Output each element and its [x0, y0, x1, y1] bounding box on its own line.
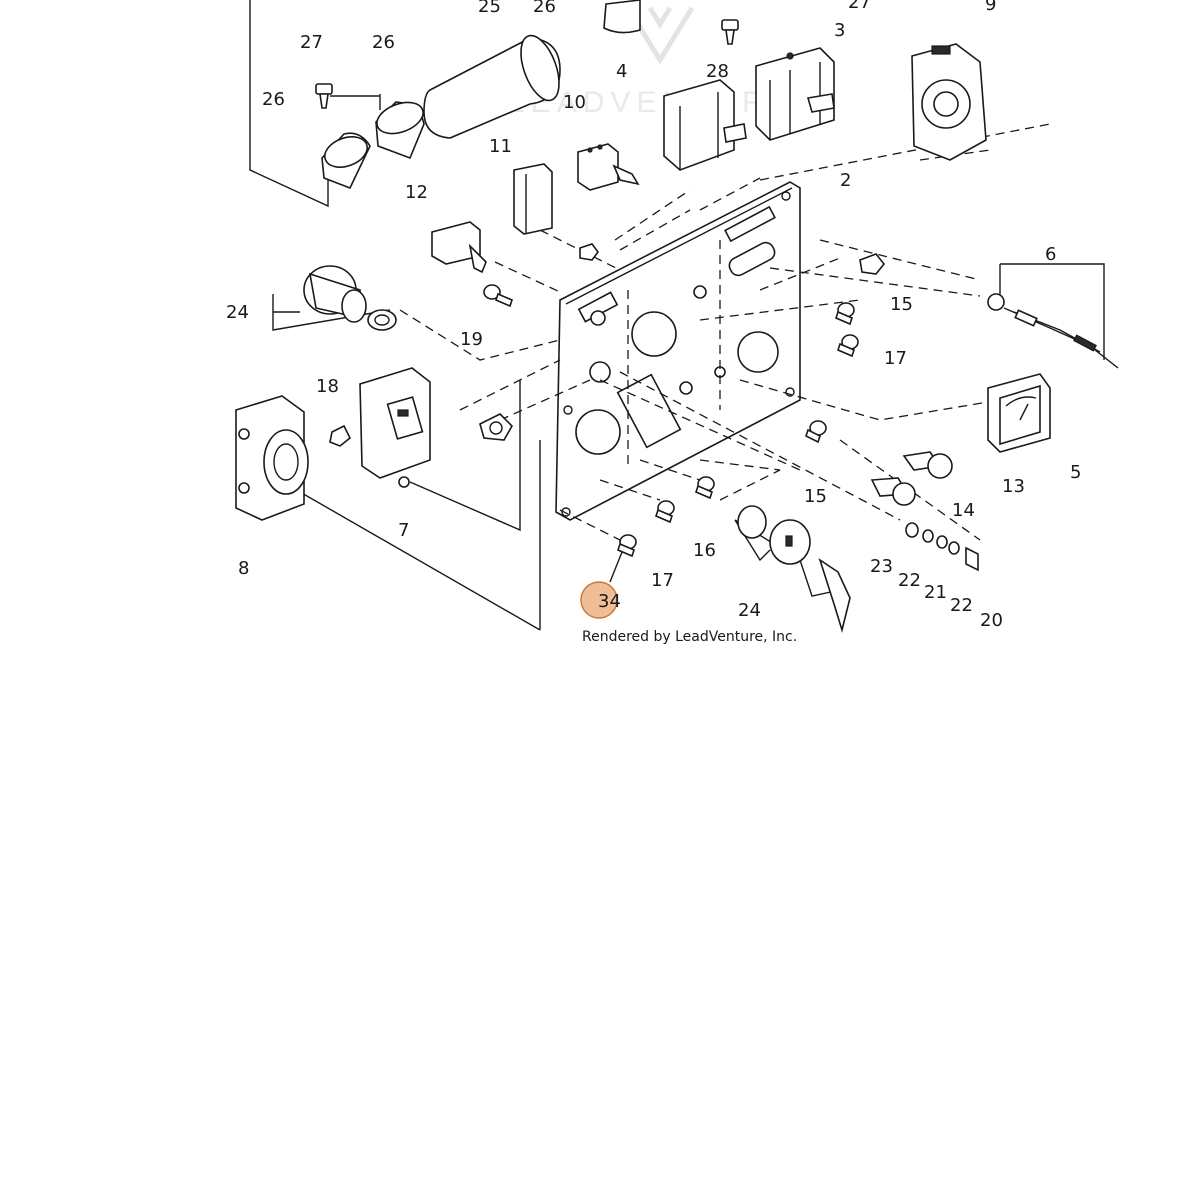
part-washers-20-23[interactable] — [905, 522, 979, 572]
highlight-callout-34[interactable]: 34 — [580, 551, 623, 619]
part-8-twist-lock-outlet[interactable] — [235, 395, 309, 521]
credit-text: Rendered by LeadVenture, Inc. — [582, 629, 797, 645]
part-4-circuit-breaker[interactable] — [663, 79, 747, 171]
callout-26: 26 — [372, 32, 395, 53]
callout-8: 8 — [238, 558, 249, 579]
callout-24-key: 24 — [738, 600, 761, 621]
callout-28: 28 — [706, 61, 729, 82]
part-17-screw-lower[interactable] — [655, 500, 675, 524]
callout-9: 9 — [985, 0, 996, 15]
part-27-screw[interactable] — [315, 83, 333, 109]
callout-5: 5 — [1070, 462, 1081, 483]
callout-23: 23 — [870, 556, 893, 577]
part-14-fuse-holder[interactable] — [870, 477, 916, 506]
part-6-wire-lead[interactable] — [987, 293, 1119, 369]
callout-25: 25 — [478, 0, 501, 17]
part-nut-right[interactable] — [859, 253, 886, 275]
part-19-screw[interactable] — [483, 284, 513, 308]
callout-2: 2 — [840, 170, 851, 191]
callout-4: 4 — [616, 61, 627, 82]
part-3-circuit-breaker[interactable] — [755, 47, 835, 141]
part-9-receptacle[interactable] — [911, 43, 987, 161]
part-24-solenoid[interactable] — [303, 265, 397, 331]
callout-17-lower: 17 — [651, 570, 674, 591]
callout-16: 16 — [693, 540, 716, 561]
callout-11: 11 — [489, 136, 512, 157]
callout-21: 21 — [924, 582, 947, 603]
part-nut-top[interactable] — [579, 243, 599, 261]
part-25-cover-tube[interactable] — [423, 31, 567, 139]
part-26-collar-right[interactable] — [373, 97, 428, 160]
part-13-fuse-holder[interactable] — [902, 451, 953, 479]
control-panel-plate[interactable] — [555, 181, 801, 521]
callout-22: 22 — [898, 570, 921, 591]
part-10-toggle-switch[interactable] — [577, 143, 640, 191]
callout-27-top: 27 — [848, 0, 871, 13]
callout-27: 27 — [300, 32, 323, 53]
part-24-key-switch[interactable] — [737, 505, 851, 633]
callout-13: 13 — [1002, 476, 1025, 497]
part-26-collar-left[interactable] — [321, 131, 372, 190]
callout-20: 20 — [980, 610, 1003, 631]
callout-26-left: 26 — [262, 89, 285, 110]
callout-15-lower: 15 — [804, 486, 827, 507]
callout-6: 6 — [1045, 244, 1056, 265]
part-15-screw[interactable] — [835, 302, 855, 326]
part-34-screw[interactable] — [617, 534, 637, 558]
callout-19: 19 — [460, 329, 483, 350]
part-26-collar-top[interactable] — [603, 0, 641, 34]
callout-10: 10 — [563, 92, 586, 113]
part-17-screw[interactable] — [837, 334, 859, 358]
callout-14: 14 — [952, 500, 975, 521]
part-16-screw[interactable] — [695, 476, 715, 500]
callout-15: 15 — [890, 294, 913, 315]
callout-26-top: 26 — [533, 0, 556, 17]
callout-labels: 25 26 27 9 3 27 26 26 4 28 10 11 2 12 6 … — [226, 0, 1081, 631]
part-nut-left[interactable] — [479, 413, 513, 441]
callout-24-left: 24 — [226, 302, 249, 323]
callout-17: 17 — [884, 348, 907, 369]
part-28-screw[interactable] — [721, 19, 739, 45]
callout-34: 34 — [598, 591, 621, 612]
part-11-rocker-switch[interactable] — [513, 163, 553, 235]
callout-3: 3 — [834, 20, 845, 41]
part-5-voltmeter[interactable] — [987, 373, 1051, 453]
callout-7: 7 — [398, 520, 409, 541]
callout-18: 18 — [316, 376, 339, 397]
part-15-screw-lower[interactable] — [805, 420, 827, 444]
callout-12: 12 — [405, 182, 428, 203]
part-18-nut[interactable] — [329, 424, 352, 447]
part-12-toggle-switch[interactable] — [431, 221, 487, 274]
callout-22-right: 22 — [950, 595, 973, 616]
part-7-gfci-outlet[interactable] — [359, 367, 431, 488]
assembly-lines — [249, 0, 1105, 631]
